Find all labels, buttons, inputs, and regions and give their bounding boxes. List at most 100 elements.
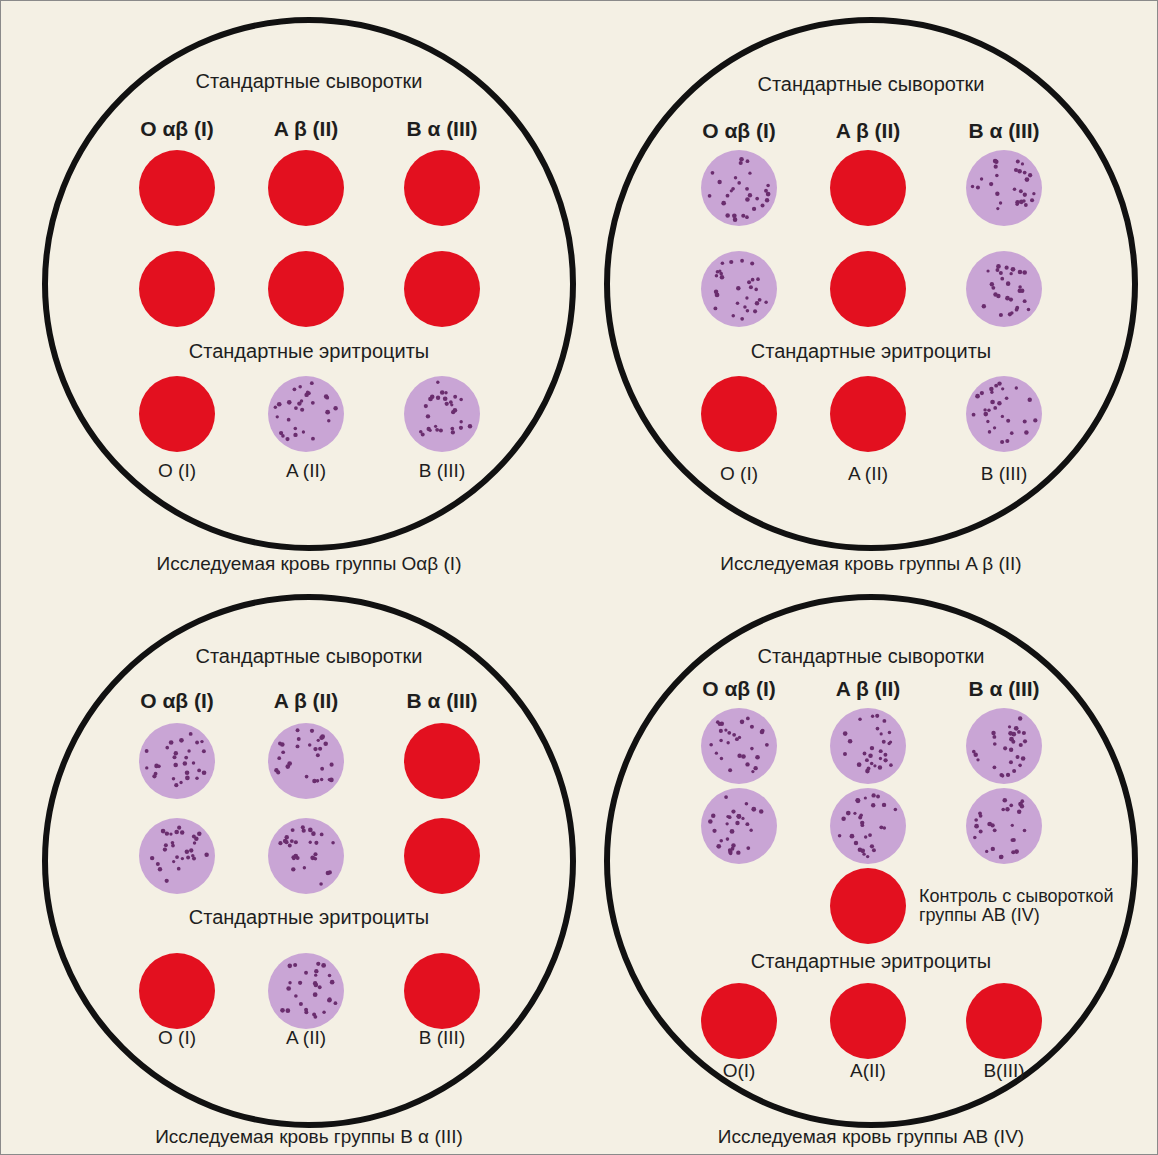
- agglutinate-speck: [294, 840, 298, 844]
- agglutinate-speck: [1023, 193, 1027, 197]
- agglutinate-speck: [999, 855, 1003, 859]
- agglutinate-speck: [293, 963, 297, 967]
- test-plate: Стандартные сывороткиO αβ (I)A β (II)B α…: [41, 593, 577, 1129]
- agglutinated-drop: [139, 818, 215, 894]
- agglutinate-speck: [189, 848, 193, 852]
- blood-drop: [404, 376, 480, 452]
- agglutinate-speck: [1018, 716, 1022, 720]
- agglutinated-drop: [268, 723, 344, 799]
- agglutinate-speck: [172, 777, 176, 781]
- agglutinate-speck: [714, 289, 718, 293]
- plain-drop: [139, 251, 215, 327]
- blood-drop: [268, 251, 344, 327]
- agglutinate-speck: [859, 814, 863, 818]
- agglutinate-speck: [1032, 192, 1035, 195]
- agglutinate-speck: [296, 856, 300, 860]
- agglutinate-speck: [866, 855, 869, 858]
- blood-drop: [966, 251, 1042, 327]
- agglutinate-speck: [736, 814, 741, 819]
- plate-caption: Исследуемая кровь группы B α (III): [155, 1126, 463, 1148]
- agglutinate-speck: [746, 717, 750, 721]
- agglutinate-speck: [838, 834, 842, 838]
- agglutinate-speck: [745, 187, 749, 191]
- agglutinate-speck: [737, 754, 741, 758]
- agglutinate-speck: [871, 803, 875, 807]
- agglutinate-speck: [976, 186, 980, 190]
- agglutinate-speck: [864, 835, 867, 838]
- agglutinated-drop: [139, 723, 215, 799]
- agglutinate-speck: [985, 850, 988, 853]
- agglutinate-speck: [278, 742, 282, 746]
- agglutinate-speck: [313, 992, 318, 997]
- agglutinate-speck: [1022, 199, 1026, 203]
- plate-drawing: [41, 593, 577, 1129]
- agglutinate-speck: [179, 781, 182, 784]
- blood-drop: [404, 723, 480, 799]
- agglutinate-speck: [755, 755, 760, 760]
- agglutinate-speck: [310, 381, 314, 385]
- erythrocyte-label: O (I): [158, 460, 196, 482]
- agglutinate-speck: [760, 730, 764, 734]
- plain-drop: [830, 251, 906, 327]
- agglutinate-speck: [293, 387, 297, 391]
- plain-drop: [139, 953, 215, 1029]
- agglutinate-speck: [976, 758, 979, 761]
- agglutinate-speck: [752, 207, 756, 211]
- agglutinate-speck: [169, 832, 172, 835]
- agglutinate-speck: [291, 828, 295, 832]
- agglutinate-speck: [1008, 725, 1011, 728]
- agglutinate-speck: [173, 763, 178, 768]
- agglutinate-speck: [174, 751, 178, 755]
- agglutinate-speck: [192, 761, 196, 765]
- agglutinate-speck: [761, 204, 765, 208]
- agglutinate-speck: [894, 808, 898, 812]
- agglutinate-speck: [320, 734, 325, 739]
- serum-label: B α (III): [406, 689, 477, 713]
- blood-drop: [830, 868, 906, 944]
- agglutinate-speck: [1001, 774, 1005, 778]
- agglutinate-speck: [731, 809, 735, 813]
- erythrocyte-label: B (III): [419, 460, 465, 482]
- agglutinate-speck: [440, 390, 445, 395]
- agglutinate-speck: [854, 841, 858, 845]
- agglutinate-speck: [202, 749, 206, 753]
- agglutinate-speck: [312, 779, 316, 783]
- agglutinate-speck: [735, 821, 739, 825]
- agglutinate-speck: [191, 854, 194, 857]
- agglutinate-speck: [181, 857, 184, 860]
- agglutinate-speck: [294, 994, 298, 998]
- agglutinated-drop: [268, 953, 344, 1029]
- agglutinate-speck: [715, 274, 718, 277]
- agglutinate-speck: [882, 803, 886, 807]
- agglutinate-speck: [330, 763, 334, 767]
- agglutinate-speck: [717, 180, 721, 184]
- agglutinate-speck: [995, 174, 999, 178]
- section-heading: Стандартные эритроциты: [189, 906, 429, 929]
- agglutinate-speck: [745, 762, 749, 766]
- agglutinate-speck: [867, 766, 871, 770]
- agglutinate-speck: [883, 753, 887, 757]
- agglutinate-speck: [983, 408, 986, 411]
- agglutinate-speck: [749, 829, 752, 832]
- agglutinate-speck: [996, 207, 999, 210]
- test-plate: Стандартные сывороткиO αβ (I)A β (II)B α…: [41, 16, 577, 552]
- agglutinate-speck: [318, 747, 322, 751]
- agglutinate-speck: [1014, 726, 1019, 731]
- section-heading: Стандартные сыворотки: [195, 70, 422, 93]
- agglutinate-speck: [285, 1008, 290, 1013]
- agglutinate-speck: [286, 986, 291, 991]
- agglutinate-speck: [736, 850, 740, 854]
- serum-label: O αβ (I): [702, 119, 776, 143]
- agglutinate-speck: [426, 414, 430, 418]
- agglutinate-speck: [745, 197, 750, 202]
- agglutinate-speck: [974, 824, 979, 829]
- agglutinate-speck: [726, 837, 730, 841]
- agglutinate-speck: [753, 309, 757, 313]
- agglutinate-speck: [1000, 855, 1004, 859]
- plain-drop: [268, 150, 344, 226]
- agglutinate-speck: [871, 715, 874, 718]
- plain-drop: [404, 251, 480, 327]
- agglutinate-speck: [983, 412, 988, 417]
- agglutinate-speck: [1028, 398, 1032, 402]
- agglutinate-speck: [1003, 746, 1007, 750]
